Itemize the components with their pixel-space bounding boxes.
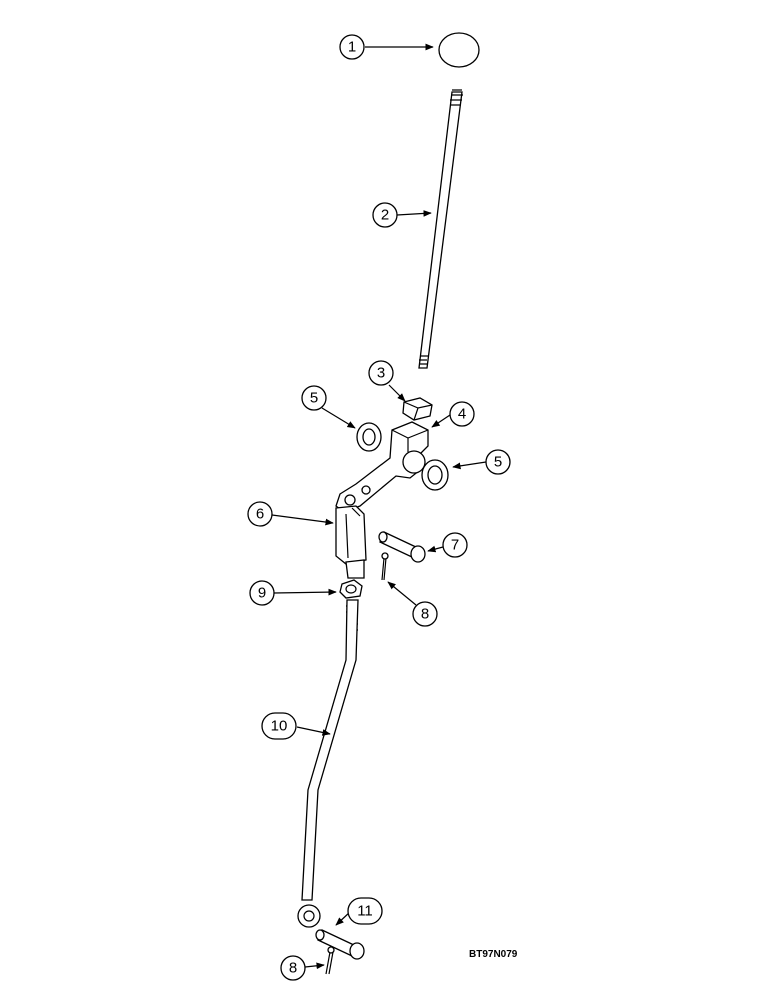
pin-part-lower bbox=[315, 929, 365, 960]
callout-1: 1 bbox=[339, 34, 365, 60]
callout-2: 2 bbox=[372, 202, 398, 228]
jam-nut-part bbox=[339, 579, 363, 599]
svg-text:1: 1 bbox=[348, 39, 356, 56]
svg-text:2: 2 bbox=[381, 207, 389, 224]
figure-id-label: BT97N079 bbox=[469, 949, 518, 960]
callout-8-lower: 8 bbox=[280, 955, 306, 981]
svg-text:8: 8 bbox=[421, 606, 429, 623]
callout-8-upper: 8 bbox=[412, 601, 438, 627]
knob-part bbox=[438, 32, 480, 68]
svg-text:11: 11 bbox=[357, 903, 373, 920]
callout-9: 9 bbox=[249, 580, 275, 606]
callout-3: 3 bbox=[368, 360, 394, 386]
callout-11: 11 bbox=[347, 897, 383, 925]
callout-10: 10 bbox=[261, 712, 297, 740]
svg-text:9: 9 bbox=[258, 585, 266, 602]
callout-6: 6 bbox=[247, 501, 273, 527]
clevis-part bbox=[335, 505, 367, 579]
cotter-pin-part-lower bbox=[325, 946, 335, 975]
svg-text:6: 6 bbox=[256, 506, 264, 523]
svg-text:5: 5 bbox=[494, 454, 502, 471]
svg-text:8: 8 bbox=[289, 960, 297, 977]
callout-7: 7 bbox=[442, 532, 468, 558]
shift-lever-part bbox=[335, 421, 429, 513]
callout-4: 4 bbox=[449, 401, 475, 427]
callout-5-right: 5 bbox=[485, 449, 511, 475]
svg-text:7: 7 bbox=[451, 537, 459, 554]
svg-text:3: 3 bbox=[377, 365, 385, 382]
washer-part-right bbox=[421, 459, 449, 491]
callout-5-left: 5 bbox=[301, 385, 327, 411]
link-rod-part bbox=[297, 599, 359, 928]
shift-rod-part bbox=[418, 89, 463, 369]
nut-part-top bbox=[402, 397, 433, 421]
svg-text:4: 4 bbox=[458, 406, 466, 423]
washer-part-left bbox=[356, 422, 382, 452]
svg-text:5: 5 bbox=[310, 390, 318, 407]
clevis-pin-part bbox=[378, 531, 426, 563]
leader-lines bbox=[271, 43, 487, 970]
svg-text:10: 10 bbox=[271, 718, 288, 735]
cotter-pin-part-upper bbox=[381, 552, 389, 581]
